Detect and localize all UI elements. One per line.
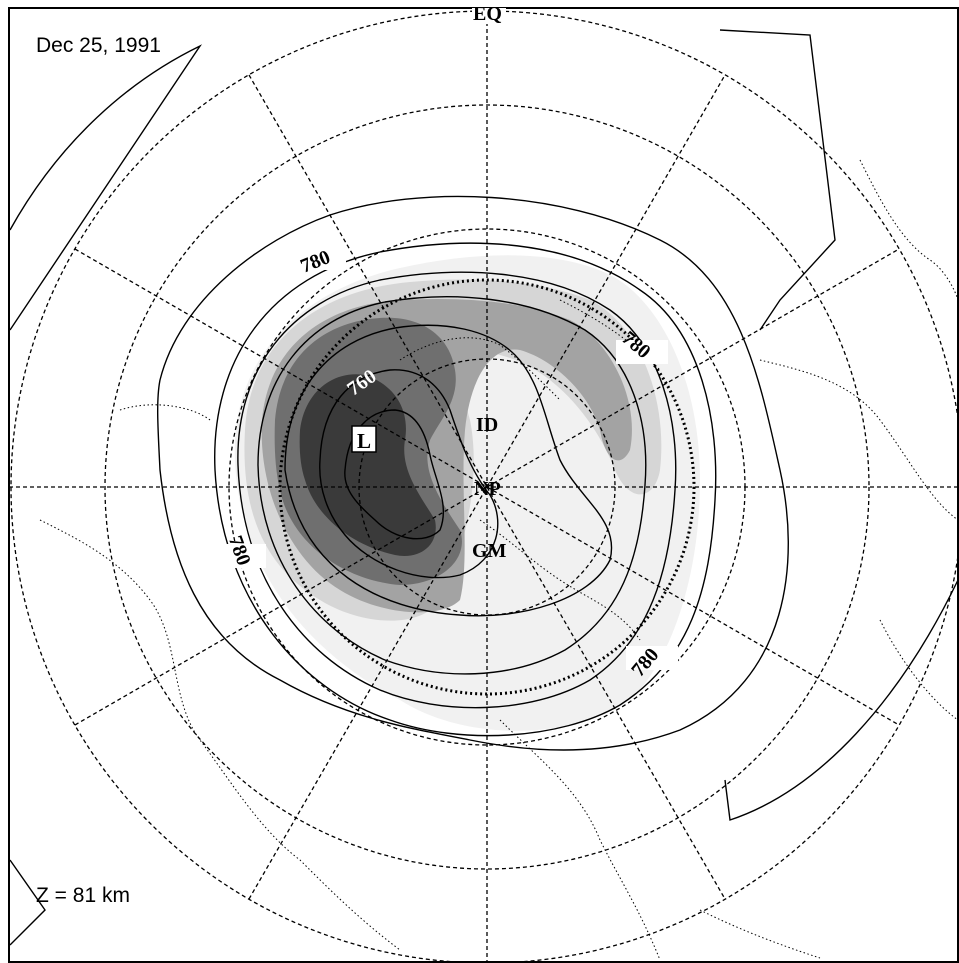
equator-marker: EQ bbox=[473, 3, 502, 25]
contour-outer bbox=[156, 195, 789, 751]
latitude-circle-40 bbox=[104, 104, 870, 870]
boundary-top-right bbox=[719, 29, 836, 331]
coastline-8 bbox=[699, 909, 821, 959]
meridian-150 bbox=[248, 74, 726, 900]
coastline-6 bbox=[859, 159, 959, 301]
altitude-label: Z = 81 km bbox=[36, 884, 130, 907]
boundary-right bbox=[724, 579, 959, 821]
contour-4 bbox=[257, 296, 647, 675]
contour-7 bbox=[344, 409, 444, 540]
contour-5 bbox=[284, 324, 613, 617]
north-pole-marker: NP bbox=[474, 478, 501, 500]
map-markers: EQ ID NP GM L bbox=[351, 3, 507, 562]
coastline-7 bbox=[119, 404, 211, 421]
shade-level-5 bbox=[299, 374, 436, 556]
boundary-top-left bbox=[9, 44, 203, 331]
boundary-bottom-left bbox=[9, 859, 46, 946]
contour-3 bbox=[237, 271, 677, 709]
contour-lines bbox=[156, 195, 789, 751]
contour-6 bbox=[319, 369, 499, 579]
id-marker: ID bbox=[476, 414, 498, 436]
gm-marker: GM bbox=[472, 540, 507, 562]
coastline-10 bbox=[879, 619, 959, 721]
coastline-3 bbox=[759, 359, 959, 521]
date-label: Dec 25, 1991 bbox=[36, 34, 161, 57]
meridian-60 bbox=[74, 248, 900, 726]
contour-2 bbox=[214, 242, 717, 737]
meridian-30 bbox=[248, 74, 726, 900]
low-marker: L bbox=[357, 429, 371, 453]
boundary-lines bbox=[9, 29, 959, 946]
coastline-5 bbox=[479, 519, 641, 641]
low-marker-box bbox=[351, 425, 377, 453]
coastline-2 bbox=[499, 719, 661, 961]
coastline-4 bbox=[399, 337, 561, 401]
